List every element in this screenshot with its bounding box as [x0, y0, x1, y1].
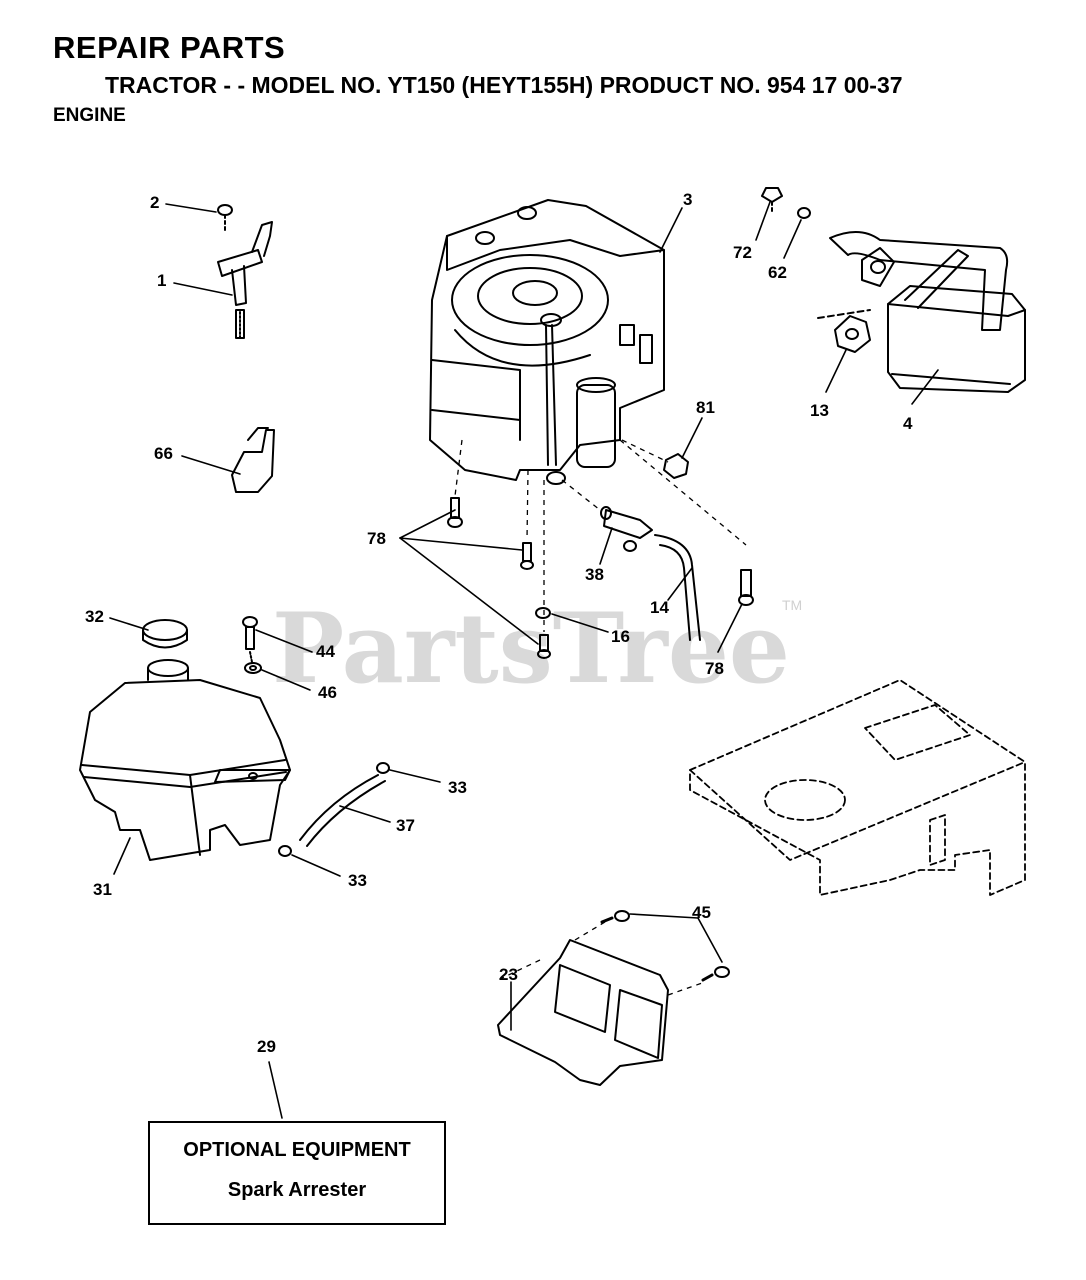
optional-equipment-box: OPTIONAL EQUIPMENT Spark Arrester: [148, 1121, 446, 1225]
callout-46: 46: [318, 683, 337, 702]
optional-equipment-heading: OPTIONAL EQUIPMENT: [183, 1139, 411, 1161]
callout-16: 16: [611, 627, 630, 646]
engine-part: [429, 199, 665, 485]
fuel-tank-assembly: [79, 619, 291, 861]
watermark-trademark: TM: [782, 597, 802, 613]
fuel-hose-part-14: [654, 534, 701, 641]
bracket-part-66: [231, 427, 275, 493]
section-title: ENGINE: [53, 105, 126, 126]
model-subtitle: TRACTOR - - MODEL NO. YT150 (HEYT155H) P…: [105, 72, 903, 98]
callout-38: 38: [585, 565, 604, 584]
callout-3: 3: [683, 190, 692, 209]
callout-14: 14: [650, 598, 669, 617]
tractor-frame: [689, 679, 1026, 896]
callout-4: 4: [903, 414, 913, 433]
engine-bolts-78: [447, 497, 754, 659]
callout-81: 81: [696, 398, 715, 417]
page-title: REPAIR PARTS: [53, 30, 286, 65]
callout-37: 37: [396, 816, 415, 835]
callout-78-b: 78: [705, 659, 724, 678]
callout-62: 62: [768, 263, 787, 282]
callout-13: 13: [810, 401, 829, 420]
callout-29: 29: [257, 1037, 276, 1056]
muffler-assembly: [761, 187, 1026, 393]
callout-leaders: [109, 201, 939, 1119]
tank-screw-and-washer: [242, 616, 262, 674]
callout-33-a: 33: [448, 778, 467, 797]
throttle-control-part: [217, 204, 273, 339]
lock-washer-part-16: [535, 607, 551, 619]
callout-45: 45: [692, 903, 711, 922]
callout-78-a: 78: [367, 529, 386, 548]
callout-31: 31: [93, 880, 112, 899]
callout-33-b: 33: [348, 871, 367, 890]
optional-equipment-item: Spark Arrester: [227, 1179, 367, 1201]
callout-1: 1: [157, 271, 166, 290]
callout-44: 44: [316, 642, 335, 661]
fuel-line-assembly: [278, 762, 390, 857]
callout-72: 72: [733, 243, 752, 262]
alignment-lines: [454, 439, 747, 996]
callout-23: 23: [499, 965, 518, 984]
watermark-text: PartsTree: [272, 592, 790, 705]
heat-shield-part-23: [497, 910, 730, 1086]
fuel-filter-part-38: [600, 506, 653, 552]
callout-32: 32: [85, 607, 104, 626]
callout-66: 66: [154, 444, 173, 463]
callout-2: 2: [150, 193, 159, 212]
nut-part-81: [663, 453, 689, 479]
